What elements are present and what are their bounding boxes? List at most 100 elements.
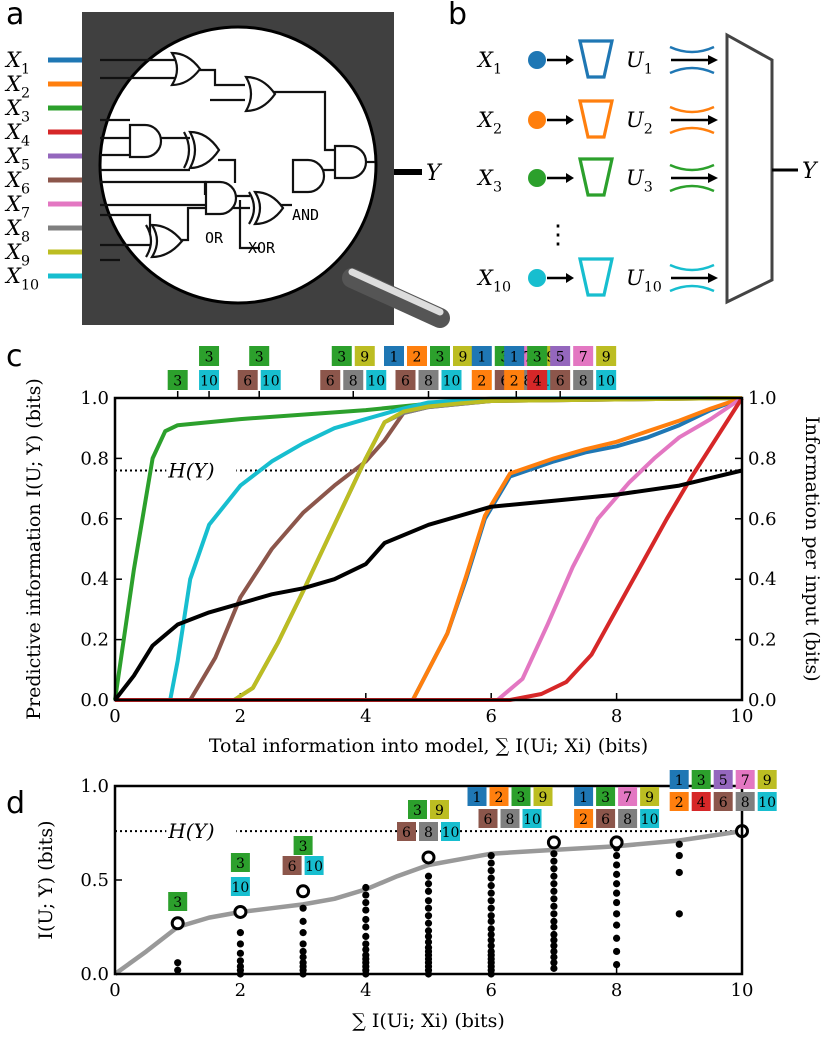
subset-badge (419, 822, 438, 841)
subset-badge (511, 787, 531, 806)
plot-frame (113, 784, 744, 976)
subset-badge-label: 7 (579, 350, 588, 366)
subset-annotation: 310 (230, 853, 250, 896)
subset-badge (282, 856, 302, 875)
subset-badge (504, 370, 525, 390)
subset-point (487, 851, 495, 860)
series-line-9 (115, 396, 743, 702)
subset-badge-label: 9 (602, 350, 611, 366)
entropy-label-bg (166, 458, 237, 483)
subset-badge-label: 3 (533, 350, 542, 366)
subset-badge-label: 1 (510, 350, 519, 366)
subset-point (236, 962, 244, 971)
subset-badge (691, 770, 711, 789)
subset-point (675, 910, 683, 918)
subset-badge-label: 6 (556, 374, 565, 390)
subset-point (236, 957, 244, 965)
subset-point (299, 947, 307, 956)
subset-badge-label: 3 (337, 350, 346, 366)
y-tick-label: 1.0 (80, 388, 109, 409)
subset-badge (735, 792, 755, 811)
subset-badge-label: 6 (484, 812, 493, 828)
subset-badge (596, 346, 617, 366)
subset-badge (574, 809, 594, 828)
subset-badge-label: 10 (443, 374, 461, 390)
circuit-gates (128, 51, 368, 259)
y-tick-label-right: 1.0 (748, 388, 777, 409)
encoder-trapezoid (578, 99, 614, 139)
subset-badge-label: 9 (360, 350, 369, 366)
series-line-total (113, 468, 743, 702)
x-axis-label: Total information into model, ∑ I(Ui; Xi… (209, 735, 648, 757)
subset-point (613, 921, 621, 929)
subset-badge (573, 346, 594, 366)
channel-arc-bottom (669, 66, 715, 75)
subset-badge (596, 809, 616, 828)
subset-point (362, 923, 370, 931)
subset-badge (713, 770, 733, 789)
x-tick-label: 4 (360, 980, 371, 1001)
channel-arc-top (669, 105, 715, 114)
subset-badge (471, 346, 492, 366)
subset-point (362, 883, 370, 892)
and-gate (333, 144, 368, 180)
ellipsis: ⋮ (545, 220, 571, 250)
optimal-point (296, 884, 311, 899)
xor-gate (150, 223, 184, 259)
subset-point (550, 942, 558, 950)
input-label: X7 (4, 192, 30, 221)
and-gate (128, 123, 163, 159)
subset-point (362, 940, 370, 948)
subset-badge (467, 787, 487, 806)
subset-point (550, 959, 558, 967)
input-variable-label: X1 (476, 48, 502, 77)
subset-point (362, 906, 370, 914)
channel-arc-top (669, 45, 715, 54)
subset-badge (430, 346, 450, 366)
circuit-wires (100, 58, 375, 262)
x-tick-label: 4 (360, 706, 371, 727)
y-tick-label: 0.8 (80, 448, 109, 469)
subset-badge (596, 370, 617, 390)
channel-arc-bottom (669, 126, 715, 135)
x-tick-label: 8 (611, 706, 622, 727)
subset-badge (397, 822, 416, 841)
subset-badge-label: 6 (401, 374, 410, 390)
subset-badge-label: 3 (601, 790, 610, 806)
subset-point (675, 868, 683, 877)
subset-badge-label: 10 (200, 374, 218, 390)
subset-badge-label: 4 (697, 795, 706, 811)
xor-gate (188, 130, 221, 170)
subset-badge-label: 3 (255, 350, 264, 366)
y-tick-label: 1.0 (80, 776, 109, 797)
subset-point (675, 840, 683, 848)
subset-point (613, 934, 621, 942)
gate-label-and: AND (292, 206, 319, 224)
subset-badge (573, 370, 594, 390)
subset-point (613, 898, 621, 907)
panel-label-c: c (6, 339, 23, 374)
subset-point (487, 925, 495, 933)
arrow-head (566, 115, 574, 125)
subset-badge-label: 10 (597, 374, 615, 390)
x-tick-label: 6 (485, 706, 496, 727)
entropy-label: H(Y) (167, 819, 214, 843)
subset-point (299, 940, 307, 948)
input-label: X4 (4, 120, 30, 149)
subset-badge (574, 787, 594, 806)
subset-point (613, 851, 621, 860)
subset-point (424, 927, 433, 935)
subset-point (550, 917, 558, 925)
subset-badge-label: 8 (741, 795, 750, 811)
subset-badge-label: 10 (262, 374, 280, 390)
subset-badge-label: 8 (349, 374, 358, 390)
x-axis-label: ∑ I(Ui; Xi) (bits) (352, 1010, 505, 1032)
subset-badge (757, 770, 777, 789)
subset-point (613, 947, 621, 956)
and-gate (291, 158, 326, 194)
subset-point (487, 897, 495, 905)
